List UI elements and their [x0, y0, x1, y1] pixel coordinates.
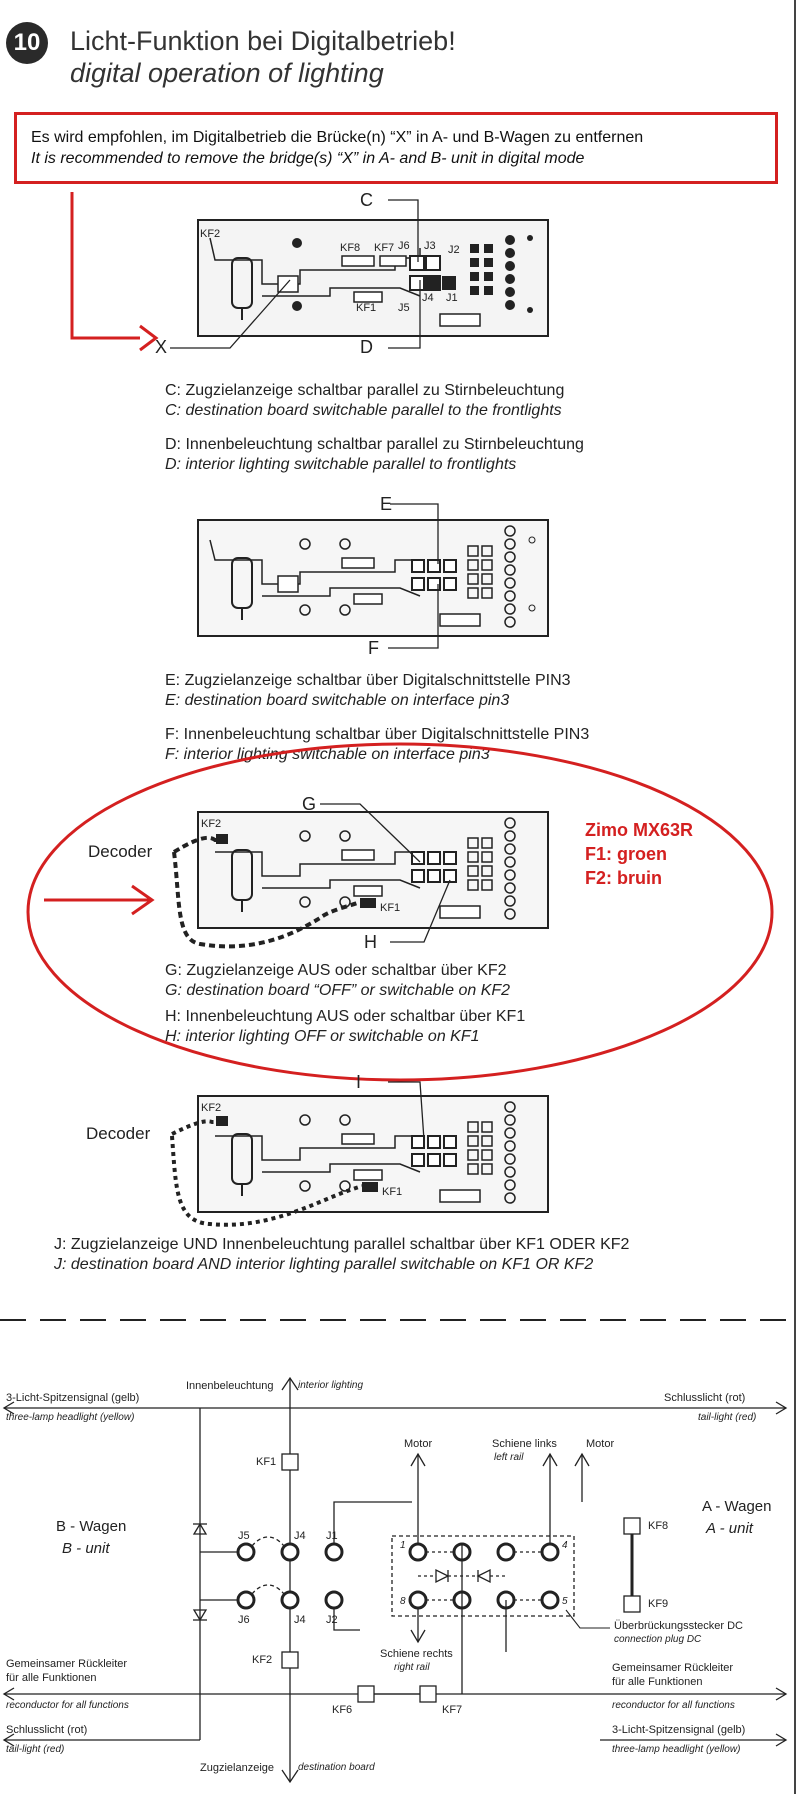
circuit-board-2 — [197, 503, 549, 649]
sch-common-right-de1: Gemeinsamer Rückleiter — [612, 1662, 734, 1674]
pointer-f: F — [368, 638, 379, 658]
sch-kf7-label: KF7 — [442, 1704, 463, 1716]
sch-kf1-label: KF1 — [256, 1456, 277, 1468]
b1-j3-label: J3 — [424, 240, 436, 252]
sch-j1-label: J1 — [326, 1530, 338, 1542]
b3-kf2-label: KF2 — [201, 818, 222, 830]
b1-j5-label: J5 — [398, 302, 410, 314]
sch-b-wagen-en: B - unit — [62, 1540, 110, 1557]
sch-j5-label: J5 — [238, 1530, 250, 1542]
desc-g-english: G: destination board “OFF” or switchable… — [165, 982, 511, 999]
sch-common-left-en: reconductor for all functions — [6, 1700, 129, 1711]
sch-kf8-label: KF8 — [648, 1520, 669, 1532]
desc-c-german: C: Zugzielanzeige schaltbar parallel zu … — [165, 382, 565, 399]
decoder-label-1: Decoder — [88, 842, 153, 861]
circuit-board-3 — [26, 742, 774, 1082]
sch-headlight-right-en: three-lamp headlight (yellow) — [612, 1744, 741, 1755]
b4-kf1-label: KF1 — [382, 1186, 403, 1198]
annotation-decoder-model: Zimo MX63R — [585, 820, 694, 840]
annotation-f2: F2: bruin — [585, 868, 662, 888]
b3-kf1-label: KF1 — [380, 902, 401, 914]
sch-pin5: 5 — [562, 1596, 568, 1607]
sch-rail-left-en: left rail — [494, 1452, 524, 1463]
b1-j4-label: J4 — [422, 292, 434, 304]
sch-common-left-de2: für alle Funktionen — [6, 1672, 97, 1684]
sch-common-right-de2: für alle Funktionen — [612, 1676, 703, 1688]
desc-e-english: E: destination board switchable on inter… — [165, 692, 510, 709]
sch-a-wagen-en: A - unit — [706, 1520, 753, 1537]
sch-a-wagen-de: A - Wagen — [702, 1498, 772, 1515]
sch-tail-right-de: Schlusslicht (rot) — [664, 1392, 746, 1404]
sch-tail-left-de: Schlusslicht (rot) — [6, 1724, 88, 1736]
sch-kf2-label: KF2 — [252, 1654, 273, 1666]
sch-common-right-en: reconductor for all functions — [612, 1700, 735, 1711]
sch-j4a-label: J4 — [294, 1530, 306, 1542]
desc-d-english: D: interior lighting switchable parallel… — [165, 456, 517, 473]
pointer-h: H — [364, 932, 377, 952]
sch-tail-left-en: tail-light (red) — [6, 1744, 65, 1755]
b1-kf2-label: KF2 — [200, 228, 221, 240]
b1-j1-label: J1 — [446, 292, 458, 304]
sch-rail-right-en: right rail — [394, 1662, 430, 1673]
recommendation-english: It is recommended to remove the bridge(s… — [31, 150, 585, 167]
sch-j2-label: J2 — [326, 1614, 338, 1626]
sch-plug-en: connection plug DC — [614, 1634, 702, 1645]
desc-d-german: D: Innenbeleuchtung schaltbar parallel z… — [165, 436, 584, 453]
sch-headlight-left-en: three-lamp headlight (yellow) — [6, 1412, 135, 1423]
desc-e-german: E: Zugzielanzeige schaltbar über Digital… — [165, 672, 571, 689]
sch-tail-right-en: tail-light (red) — [698, 1412, 757, 1423]
sch-common-left-de1: Gemeinsamer Rückleiter — [6, 1658, 128, 1670]
pointer-x: X — [155, 337, 168, 357]
sch-j6-label: J6 — [238, 1614, 250, 1626]
pointer-c: C — [360, 190, 373, 210]
sch-pin4: 4 — [562, 1540, 568, 1551]
recommendation-german: Es wird empfohlen, im Digitalbetrieb die… — [31, 129, 644, 146]
sch-plug-de: Überbrückungsstecker DC — [614, 1620, 743, 1632]
pointer-i: I — [356, 1072, 362, 1092]
sch-interior-en: interior lighting — [298, 1380, 364, 1391]
sch-kf9-label: KF9 — [648, 1598, 669, 1610]
sch-b-wagen-de: B - Wagen — [56, 1518, 127, 1535]
red-arrow-to-x — [70, 192, 159, 352]
sch-dest-en: destination board — [298, 1762, 375, 1773]
sch-rail-right-de: Schiene rechts — [380, 1648, 453, 1660]
sch-motor-a: Motor — [404, 1438, 433, 1450]
pointer-g: G — [302, 794, 317, 814]
pointer-e: E — [380, 494, 393, 514]
pointer-d: D — [360, 337, 373, 357]
desc-h-english: H: interior lighting OFF or switchable o… — [165, 1028, 480, 1045]
circuit-board-1 — [170, 199, 549, 349]
sch-pin8: 8 — [400, 1596, 406, 1607]
section-number-badge: 10 — [6, 22, 48, 64]
desc-j-german: J: Zugzielanzeige UND Innenbeleuchtung p… — [54, 1236, 630, 1253]
annotation-f1: F1: groen — [585, 844, 668, 864]
b4-kf2-label: KF2 — [201, 1102, 222, 1114]
b1-kf1-label: KF1 — [356, 302, 377, 314]
sch-j4b-label: J4 — [294, 1614, 306, 1626]
desc-h-german: H: Innenbeleuchtung AUS oder schaltbar ü… — [165, 1008, 526, 1025]
sch-kf6-label: KF6 — [332, 1704, 353, 1716]
sch-pin1: 1 — [400, 1540, 406, 1551]
desc-g-german: G: Zugzielanzeige AUS oder schaltbar übe… — [165, 962, 507, 979]
recommendation-box: Es wird empfohlen, im Digitalbetrieb die… — [14, 112, 778, 184]
sch-dest-de: Zugzielanzeige — [200, 1762, 274, 1774]
b1-kf7-label: KF7 — [374, 242, 395, 254]
sch-headlight-right-de: 3-Licht-Spitzensignal (gelb) — [612, 1724, 746, 1736]
title-german: Licht-Funktion bei Digitalbetrieb! — [70, 26, 456, 56]
b1-j2-label: J2 — [448, 244, 460, 256]
sch-interior-de: Innenbeleuchtung — [186, 1380, 274, 1392]
title-english: digital operation of lighting — [70, 58, 384, 88]
desc-f-german: F: Innenbeleuchtung schaltbar über Digit… — [165, 726, 590, 743]
b1-kf8-label: KF8 — [340, 242, 361, 254]
circuit-board-4 — [170, 1081, 549, 1227]
sch-headlight-left-de: 3-Licht-Spitzensignal (gelb) — [6, 1392, 140, 1404]
sch-motor-b: Motor — [586, 1438, 615, 1450]
sch-rail-left-de: Schiene links — [492, 1438, 557, 1450]
desc-j-english: J: destination board AND interior lighti… — [54, 1256, 594, 1273]
desc-c-english: C: destination board switchable parallel… — [165, 402, 562, 419]
decoder-label-2: Decoder — [86, 1124, 151, 1143]
b1-j6-label: J6 — [398, 240, 410, 252]
